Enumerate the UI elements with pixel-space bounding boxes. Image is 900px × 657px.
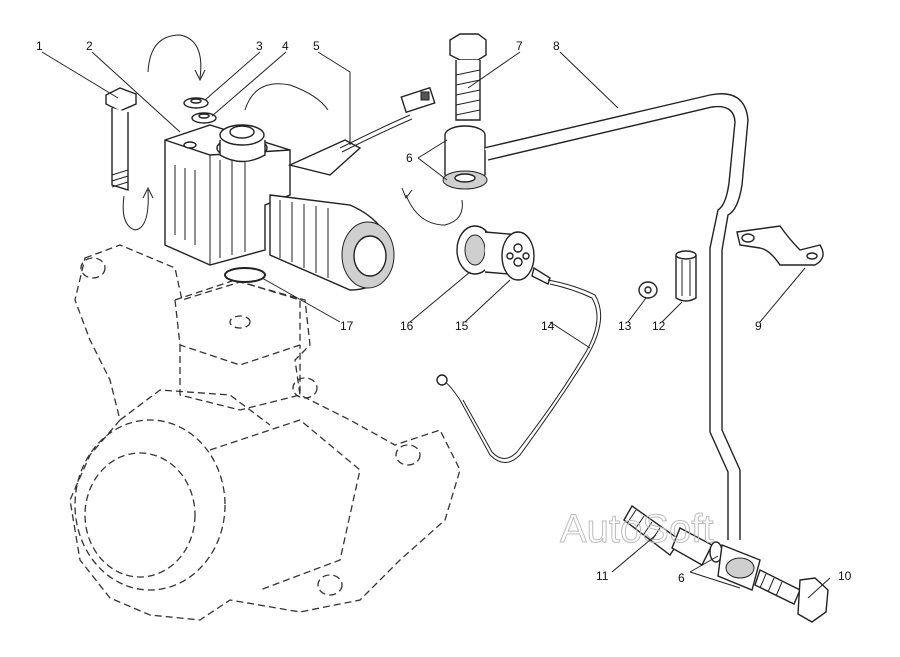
- callout-9: 9: [755, 319, 762, 333]
- callout-4: 4: [282, 39, 289, 53]
- pipe: [483, 93, 749, 540]
- callout-5: 5: [313, 39, 320, 53]
- solenoid-wire-connector: [339, 86, 436, 153]
- callout-7: 7: [516, 39, 523, 53]
- assembly-arrows: [122, 34, 463, 231]
- callout-3: 3: [256, 39, 263, 53]
- callout-14: 14: [541, 319, 555, 333]
- callout-6-lower: 6: [678, 571, 685, 585]
- solenoid-coil: [269, 139, 395, 291]
- callout-13: 13: [618, 319, 632, 333]
- pipe-clamp: [736, 225, 824, 266]
- washers: [183, 97, 217, 124]
- banjo-bolt: [449, 33, 487, 121]
- lower-fittings: [623, 504, 829, 623]
- housing-outline: [69, 244, 461, 621]
- callout-2: 2: [86, 39, 93, 53]
- sleeve-and-washer: [638, 250, 697, 302]
- bolt: [105, 87, 137, 191]
- callout-15: 15: [455, 319, 469, 333]
- callouts: 1 2 3 4 5 7 8 6 9 10 11 6 12 13 14 15: [36, 39, 852, 599]
- pressure-switch: [436, 225, 602, 463]
- callout-1: 1: [36, 39, 43, 53]
- callout-10: 10: [838, 569, 852, 583]
- o-ring: [224, 267, 266, 283]
- valve-block: [164, 124, 291, 266]
- callout-17: 17: [340, 319, 354, 333]
- callout-6-upper: 6: [406, 151, 413, 165]
- callout-8: 8: [553, 39, 560, 53]
- banjo-fitting-upper: [442, 125, 488, 190]
- callout-11: 11: [596, 569, 609, 583]
- callout-16: 16: [400, 319, 414, 333]
- callout-12: 12: [652, 319, 666, 333]
- watermark: AutoSoft: [560, 507, 713, 551]
